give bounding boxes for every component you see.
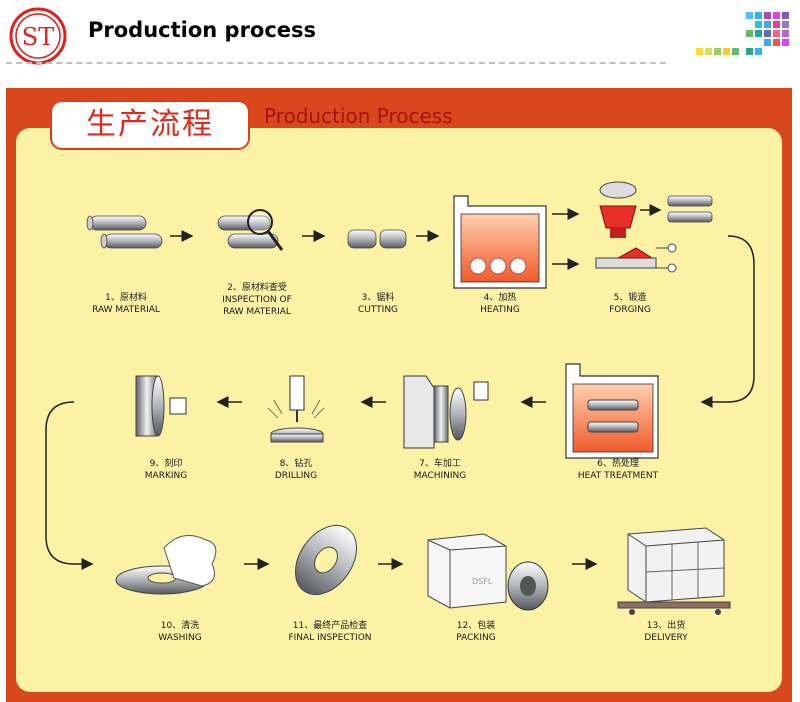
heating-furnace-icon (453, 195, 547, 289)
logo-text: ST (22, 23, 54, 51)
heat-treatment-icon (565, 363, 659, 459)
delivery-pallet-icon (617, 527, 731, 615)
drilling-icon (267, 375, 325, 443)
washing-icon (115, 535, 217, 595)
inspection-icon (217, 209, 284, 251)
decorative-dots-icon (696, 12, 789, 55)
final-inspection-icon (295, 524, 357, 596)
raw-material-icon (86, 215, 163, 249)
forged-ring-icon (667, 195, 713, 223)
packed-flanges-icon (507, 561, 549, 611)
forging-icon (595, 181, 677, 273)
machining-icon (403, 375, 489, 449)
panel-title-en: Production Process (264, 104, 453, 128)
page-header: ST Production process (0, 0, 800, 72)
process-panel: 生产流程 Production Process (6, 88, 792, 702)
process-illustrations: DSFL (45, 181, 755, 615)
st-logo-icon: ST (9, 7, 67, 65)
marking-icon (135, 375, 187, 437)
page-title: Production process (88, 18, 317, 42)
cutting-icon (347, 229, 407, 249)
panel-title-tag: 生产流程 (50, 100, 250, 150)
packing-box-icon: DSFL (427, 533, 507, 609)
box-label: DSFL (472, 577, 493, 586)
panel-title-cn: 生产流程 (86, 107, 214, 142)
header-divider (6, 62, 666, 64)
